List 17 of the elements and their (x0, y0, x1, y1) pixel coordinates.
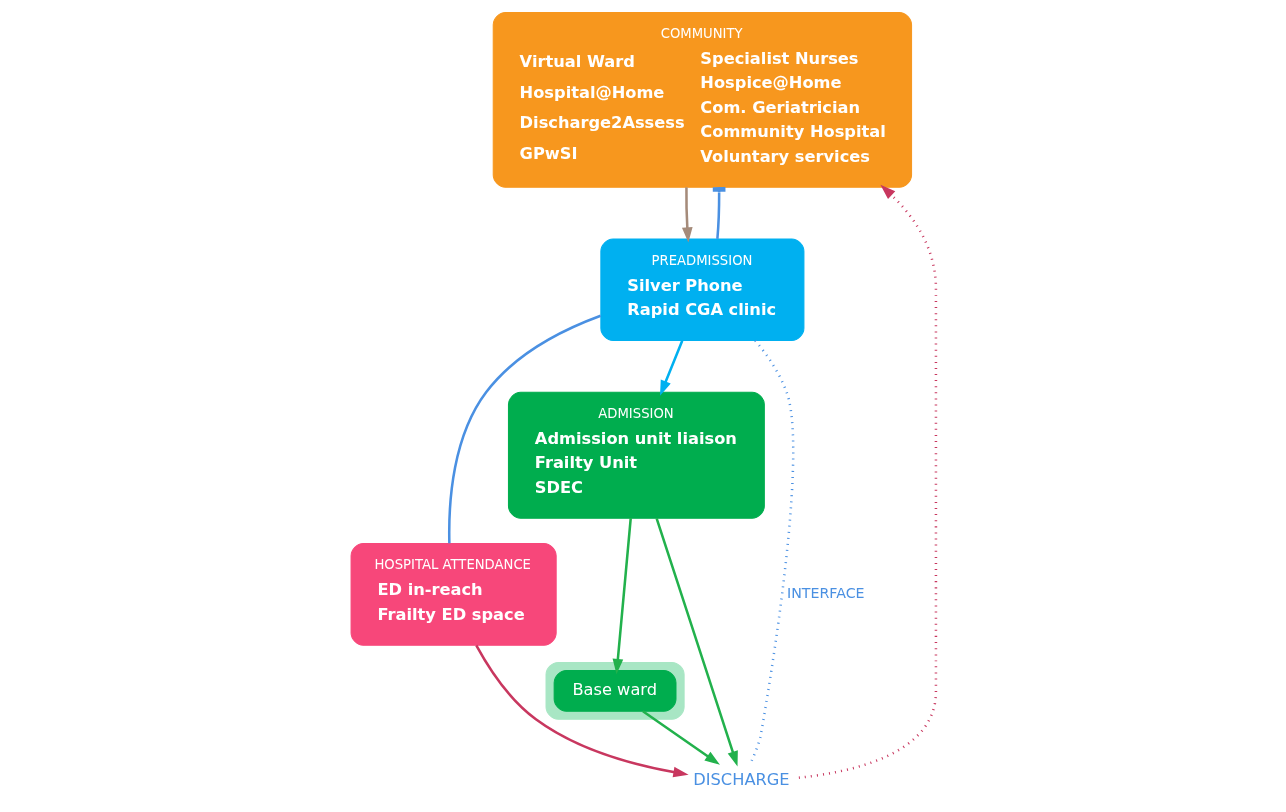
arrow (641, 710, 720, 765)
node-box: PREADMISSION Silver Phone Rapid CGA clinic (599, 238, 804, 341)
arrow (654, 517, 738, 767)
node-box: Base ward (553, 670, 676, 712)
node-text: DISCHARGE (692, 770, 790, 790)
cluster (545, 661, 685, 720)
node-box: COMMUNITY Virtual Ward Hospital@Home Discharge2Assess GPwSI Specialist Nurses Hospice@Home Com. Geriatrician Community Hospital Voluntary services (492, 12, 912, 188)
arrow (798, 184, 937, 779)
arrow (474, 644, 689, 778)
node-box: ADMISSION Admission unit liaison Frailty Unit SDEC (507, 391, 765, 519)
arrow (659, 340, 683, 396)
connector (749, 339, 794, 764)
arrow (612, 518, 632, 675)
connector (447, 314, 601, 544)
node-box: HOSPITAL ATTENDANCE ED in-reach Frailty ED space (350, 543, 557, 646)
edge-label: INTERFACE (786, 585, 865, 602)
arrow (681, 187, 693, 243)
